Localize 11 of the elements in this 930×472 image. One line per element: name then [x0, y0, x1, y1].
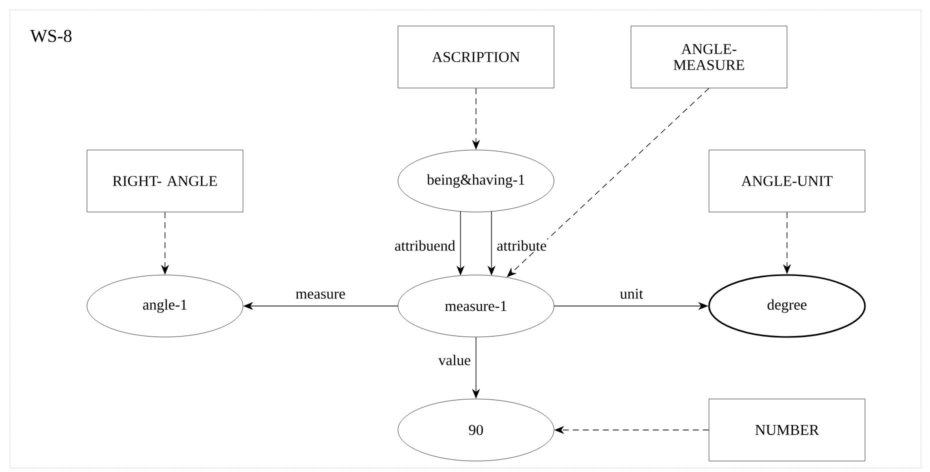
edge-label: measure — [294, 290, 346, 300]
concept-box: ANGLE- MEASURE — [630, 26, 788, 88]
diagram-title: WS-8 — [30, 30, 72, 42]
edge-label: attribute — [496, 239, 548, 252]
edge-label: unit — [618, 288, 644, 300]
concept-box: NUMBER — [708, 398, 866, 462]
concept-box: RIGHT- ANGLE — [86, 150, 244, 212]
concept-box: ASCRIPTION — [398, 26, 554, 88]
edge-label: value — [437, 354, 472, 366]
concept-box: ANGLE-UNIT — [708, 150, 866, 212]
edge-label: attribuend — [394, 239, 456, 252]
